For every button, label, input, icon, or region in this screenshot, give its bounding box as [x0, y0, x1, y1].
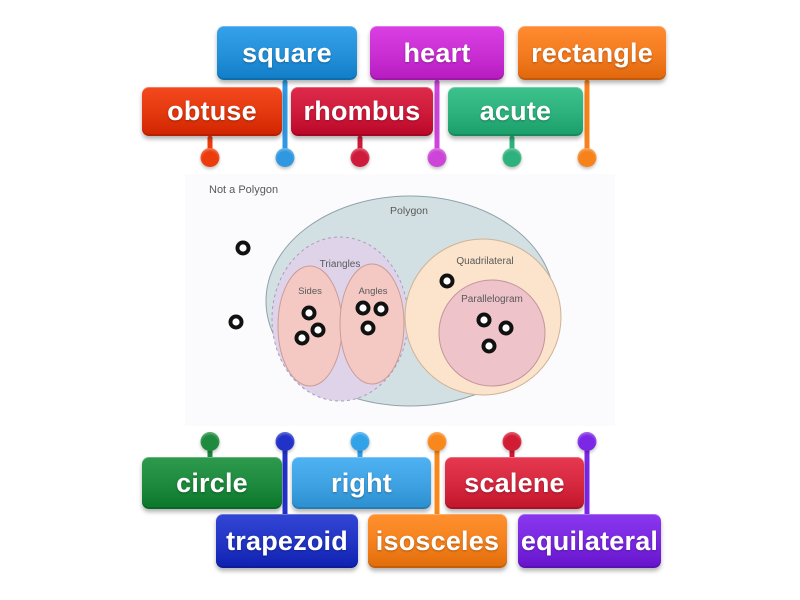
label-text: scalene [464, 467, 565, 498]
drop-marker[interactable] [373, 301, 389, 317]
pin-stem [584, 441, 590, 518]
pin-rhombus [350, 136, 370, 167]
pin-knob [577, 148, 597, 167]
label-tile-equilateral[interactable]: equilateral [518, 514, 661, 568]
pin-obtuse [200, 136, 220, 167]
region-label-triangles: Triangles [320, 259, 361, 270]
label-text: circle [176, 467, 248, 498]
label-tile-square[interactable]: square [217, 26, 357, 80]
pin-knob [427, 432, 447, 451]
pin-knob [350, 148, 370, 167]
drop-marker[interactable] [355, 300, 371, 316]
region-label-quadrilateral: Quadrilateral [456, 256, 513, 267]
drop-marker-group [228, 240, 514, 354]
pin-stem [584, 80, 590, 158]
pin-knob [275, 432, 295, 451]
pin-stem [207, 136, 213, 158]
label-tile-scalene[interactable]: scalene [445, 457, 584, 509]
diagram-image: Polygon Triangles Sides Angles Quadrilat… [185, 174, 615, 426]
pin-knob [350, 432, 370, 451]
pin-knob [427, 148, 447, 167]
drop-marker[interactable] [476, 312, 492, 328]
pin-stem [282, 80, 288, 158]
drop-marker[interactable] [228, 314, 244, 330]
pin-knob [502, 432, 522, 451]
region-label-angles: Angles [358, 286, 387, 297]
label-tile-obtuse[interactable]: obtuse [142, 87, 282, 136]
label-text: heart [403, 37, 471, 68]
label-text: rectangle [531, 37, 653, 68]
region-sides [277, 265, 343, 387]
label-tile-trapezoid[interactable]: trapezoid [216, 514, 358, 568]
label-text: equilateral [520, 525, 659, 556]
drop-marker[interactable] [294, 330, 310, 346]
venn-diagram-svg: Polygon Triangles Sides Angles Quadrilat… [209, 184, 562, 407]
pin-stem [434, 441, 440, 518]
pin-stem [282, 441, 288, 518]
drop-marker[interactable] [235, 240, 251, 256]
label-text: square [242, 37, 332, 68]
pin-knob [275, 148, 295, 167]
pin-stem [434, 80, 440, 158]
pin-knob [200, 432, 220, 451]
drop-marker[interactable] [310, 322, 326, 338]
label-tile-rectangle[interactable]: rectangle [518, 26, 666, 80]
label-text: obtuse [167, 96, 257, 126]
pin-knob [577, 432, 597, 451]
pin-acute [502, 136, 522, 167]
label-text: isosceles [375, 525, 500, 556]
label-text: right [331, 467, 392, 498]
label-text: acute [479, 96, 552, 126]
drop-marker[interactable] [498, 320, 514, 336]
drop-marker[interactable] [360, 320, 376, 336]
label-tile-acute[interactable]: acute [448, 87, 583, 136]
drop-marker[interactable] [301, 305, 317, 321]
pin-knob [200, 148, 220, 167]
drop-marker[interactable] [439, 273, 455, 289]
label-text: trapezoid [226, 525, 348, 556]
label-text: rhombus [303, 96, 421, 126]
label-tile-circle[interactable]: circle [142, 457, 282, 509]
region-parallelogram [438, 279, 546, 387]
label-tile-heart[interactable]: heart [370, 26, 504, 80]
pin-knob [502, 148, 522, 167]
drop-marker[interactable] [481, 338, 497, 354]
region-label-not-a-polygon: Not a Polygon [209, 184, 278, 196]
label-tile-right[interactable]: right [292, 457, 431, 509]
region-label-sides: Sides [298, 286, 322, 297]
region-label-parallelogram: Parallelogram [461, 294, 523, 305]
pin-stem [509, 136, 515, 158]
label-tile-rhombus[interactable]: rhombus [291, 87, 433, 136]
label-tile-isosceles[interactable]: isosceles [368, 514, 507, 568]
pin-stem [357, 136, 363, 158]
region-label-polygon: Polygon [390, 205, 428, 217]
